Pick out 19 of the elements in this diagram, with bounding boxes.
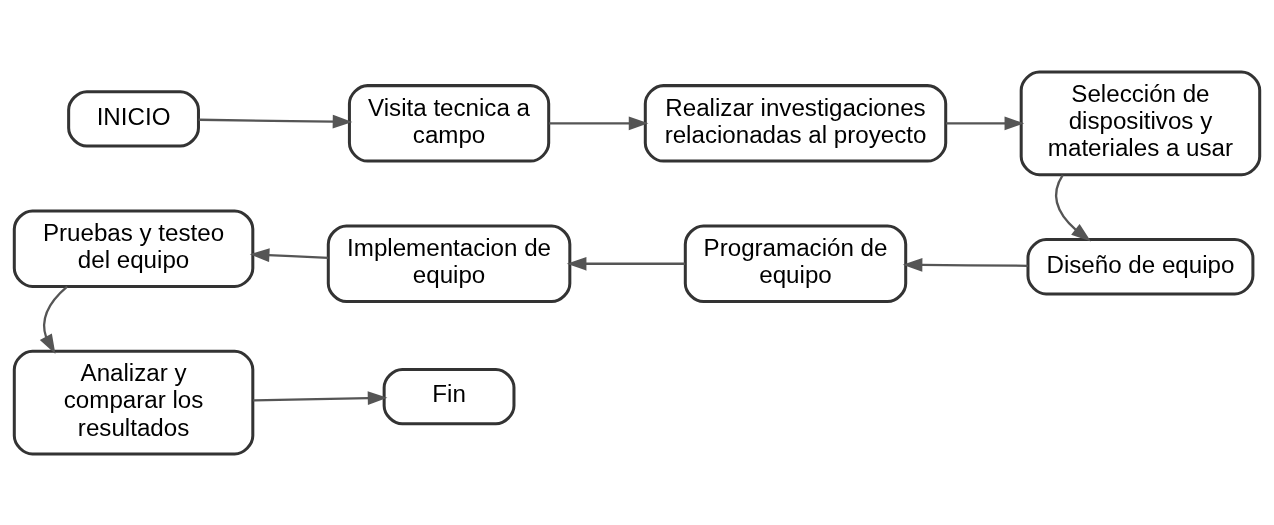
arrow bbox=[249, 247, 329, 262]
arrow bbox=[549, 116, 649, 130]
arrow bbox=[1055, 173, 1091, 241]
arrow bbox=[253, 390, 388, 405]
node-box: Realizar investigaciones relacionadas al proyecto bbox=[643, 83, 948, 163]
arrow bbox=[946, 116, 1025, 130]
node-box: Analizar y comparar los resultados bbox=[12, 349, 255, 455]
node-box: Programación de equipo bbox=[683, 224, 908, 303]
arrow bbox=[198, 114, 353, 129]
node-box: Implementacion de equipo bbox=[326, 224, 572, 303]
node-box: Fin bbox=[382, 367, 516, 425]
arrow bbox=[39, 285, 68, 354]
arrow bbox=[566, 256, 686, 271]
node-box: Diseño de equipo bbox=[1026, 237, 1255, 295]
arrow bbox=[902, 257, 1028, 272]
node-box: INICIO bbox=[67, 89, 200, 147]
node-box: Visita tecnica a campo bbox=[347, 83, 551, 163]
node-box: Pruebas y testeo del equipo bbox=[12, 208, 255, 288]
node-box: Selección de dispositivos y materiales a usar bbox=[1019, 70, 1262, 176]
